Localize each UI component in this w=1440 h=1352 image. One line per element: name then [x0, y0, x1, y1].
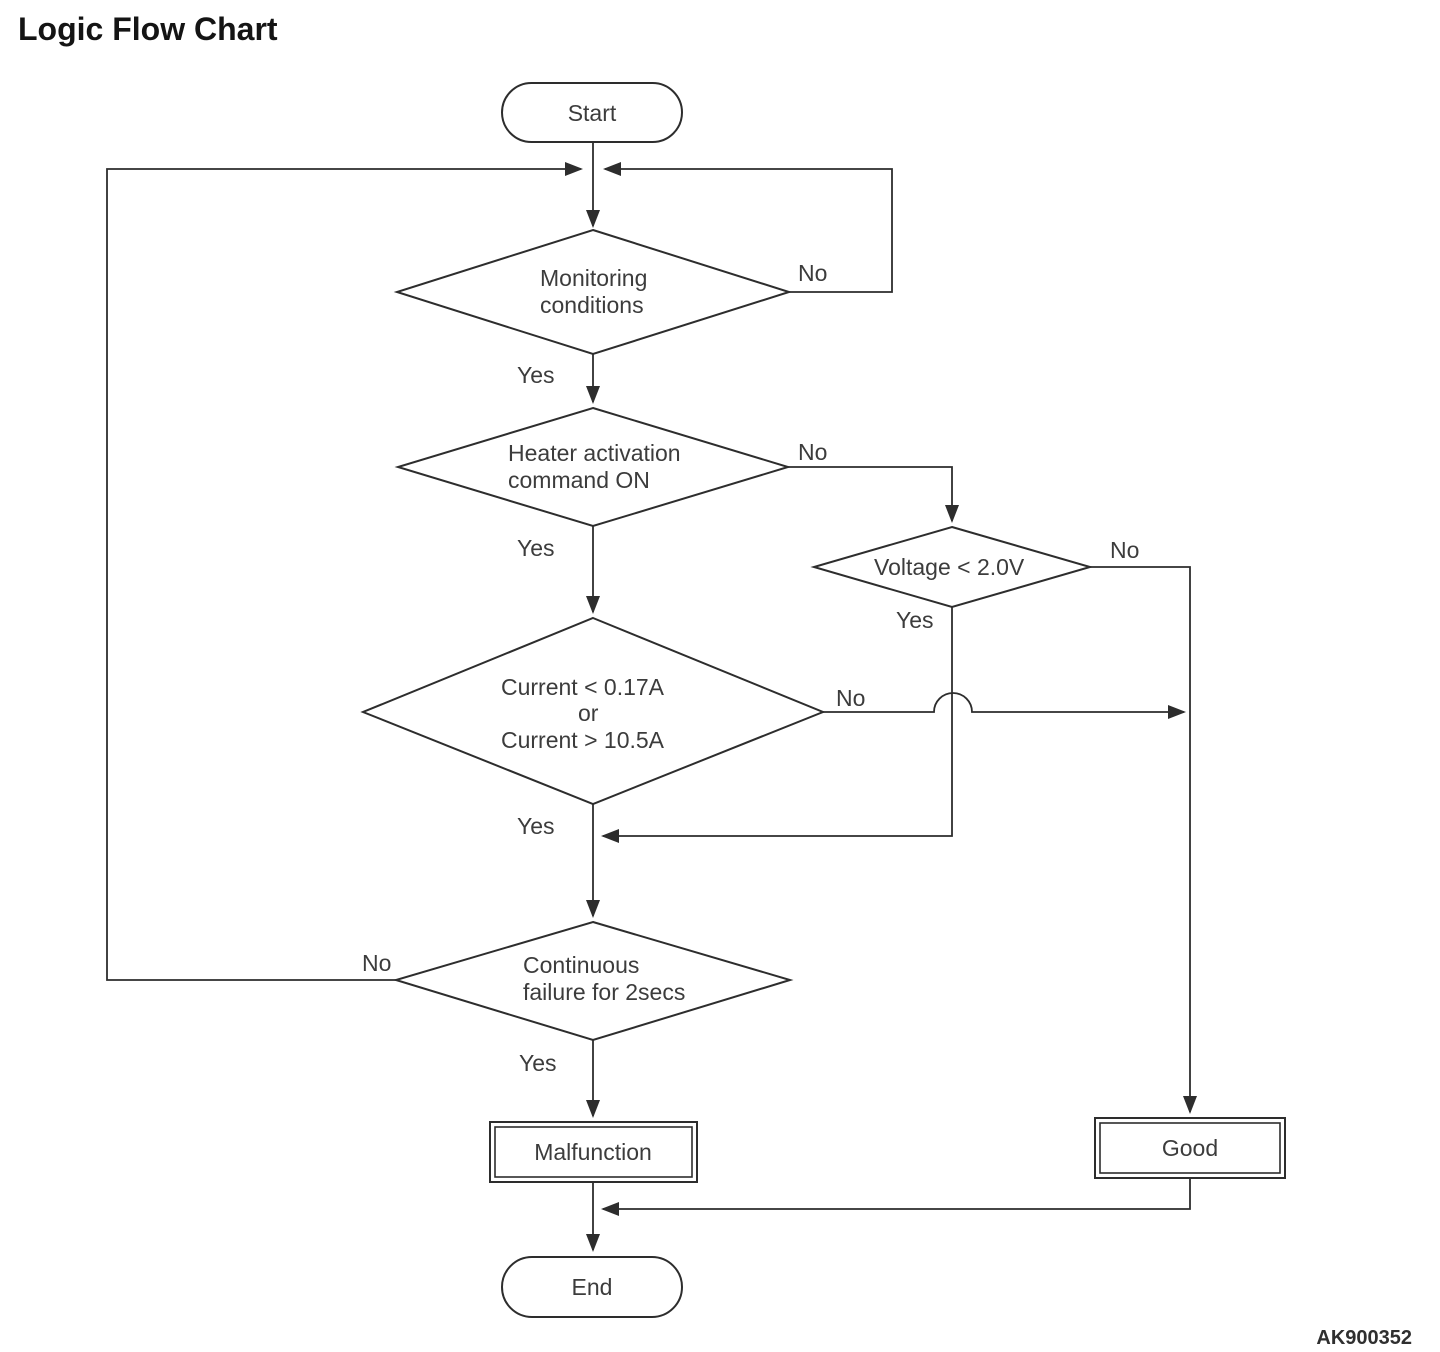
- malfunction-shape-outer: [489, 1121, 698, 1183]
- connector-good-to-end: [601, 1178, 1191, 1216]
- voltage-diamond-shape: [810, 525, 1094, 609]
- connector-heater-no: [788, 466, 959, 523]
- start-shape: [501, 82, 683, 143]
- heater-label-line1: Heater activation: [508, 440, 681, 466]
- heater-diamond-shape: [394, 406, 792, 528]
- decision-current: Current < 0.17A or Current > 10.5A: [360, 616, 826, 806]
- connector-voltage-yes: [601, 607, 953, 843]
- monitoring-diamond-shape: [393, 228, 793, 356]
- edge-label-continuous-no: No: [362, 950, 391, 976]
- edge-label-voltage-no: No: [1110, 537, 1139, 563]
- continuous-diamond-shape: [392, 920, 794, 1042]
- malfunction-label: Malfunction: [534, 1139, 652, 1165]
- voltage-label: Voltage < 2.0V: [874, 554, 1025, 580]
- current-label-line1: Current < 0.17A: [501, 674, 665, 700]
- connector-continuous-no-loop: [106, 162, 583, 981]
- edge-label-current-no: No: [836, 685, 865, 711]
- decision-heater-activation: Heater activation command ON: [394, 406, 792, 528]
- end-node: End: [501, 1256, 683, 1318]
- monitoring-label-line1: Monitoring: [540, 265, 647, 291]
- decision-monitoring-conditions: Monitoring conditions: [393, 228, 793, 356]
- good-shape-inner: [1099, 1122, 1281, 1174]
- start-label: Start: [568, 100, 617, 126]
- edge-label-continuous-yes: Yes: [519, 1050, 557, 1076]
- connector-current-no: [823, 692, 1186, 719]
- end-shape: [501, 1256, 683, 1318]
- connector-monitoring-no-loop: [603, 162, 893, 293]
- continuous-label-line2: failure for 2secs: [523, 979, 685, 1005]
- connector-voltage-no: [1090, 566, 1197, 1114]
- decision-voltage: Voltage < 2.0V: [810, 525, 1094, 609]
- current-label-line3: Current > 10.5A: [501, 727, 665, 753]
- end-label: End: [572, 1274, 613, 1300]
- edge-label-current-yes: Yes: [517, 813, 555, 839]
- edge-label-monitoring-no: No: [798, 260, 827, 286]
- good-label: Good: [1162, 1135, 1218, 1161]
- monitoring-label-line2: conditions: [540, 292, 644, 318]
- decision-continuous-failure: Continuous failure for 2secs: [392, 920, 794, 1042]
- continuous-label-line1: Continuous: [523, 952, 639, 978]
- heater-label-line2: command ON: [508, 467, 650, 493]
- current-diamond-shape: [360, 616, 826, 806]
- page-title: Logic Flow Chart: [18, 11, 278, 47]
- edge-label-monitoring-yes: Yes: [517, 362, 555, 388]
- start-node: Start: [501, 82, 683, 143]
- edge-label-heater-no: No: [798, 439, 827, 465]
- current-label-line2: or: [578, 700, 599, 726]
- edge-label-voltage-yes: Yes: [896, 607, 934, 633]
- good-shape-outer: [1094, 1117, 1286, 1179]
- malfunction-shape-inner: [494, 1126, 693, 1178]
- edge-label-heater-yes: Yes: [517, 535, 555, 561]
- figure-code: AK900352: [1316, 1327, 1412, 1349]
- malfunction-node: Malfunction: [489, 1121, 698, 1183]
- good-node: Good: [1094, 1117, 1286, 1179]
